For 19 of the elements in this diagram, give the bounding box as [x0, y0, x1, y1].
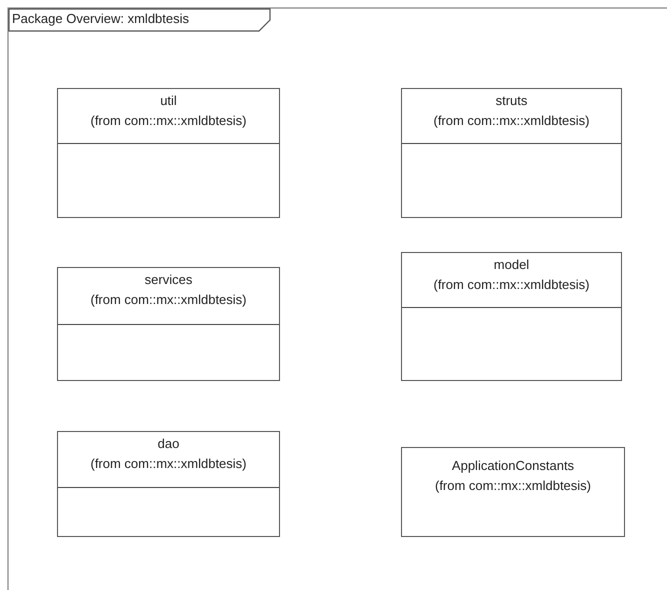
diagram-title: Package Overview: xmldbtesis — [12, 11, 190, 27]
package-name: struts — [496, 93, 528, 109]
package-name: ApplicationConstants — [452, 458, 574, 474]
package-name: services — [144, 272, 192, 288]
package-box — [401, 88, 622, 218]
package-box — [57, 431, 280, 537]
namespace-label: (from com::mx::xmldbtesis) — [434, 478, 591, 494]
namespace-label: (from com::mx::xmldbtesis) — [90, 113, 246, 129]
package-box — [57, 267, 280, 381]
namespace-label: (from com::mx::xmldbtesis) — [90, 456, 246, 472]
namespace-label: (from com::mx::xmldbtesis) — [433, 113, 590, 129]
package-box — [401, 252, 622, 381]
package-box — [57, 88, 280, 218]
namespace-label: (from com::mx::xmldbtesis) — [90, 292, 246, 308]
package-name: dao — [158, 436, 180, 452]
class-box — [401, 447, 625, 537]
package-name: util — [160, 93, 177, 109]
package-name: model — [494, 257, 530, 273]
namespace-label: (from com::mx::xmldbtesis) — [433, 277, 590, 293]
